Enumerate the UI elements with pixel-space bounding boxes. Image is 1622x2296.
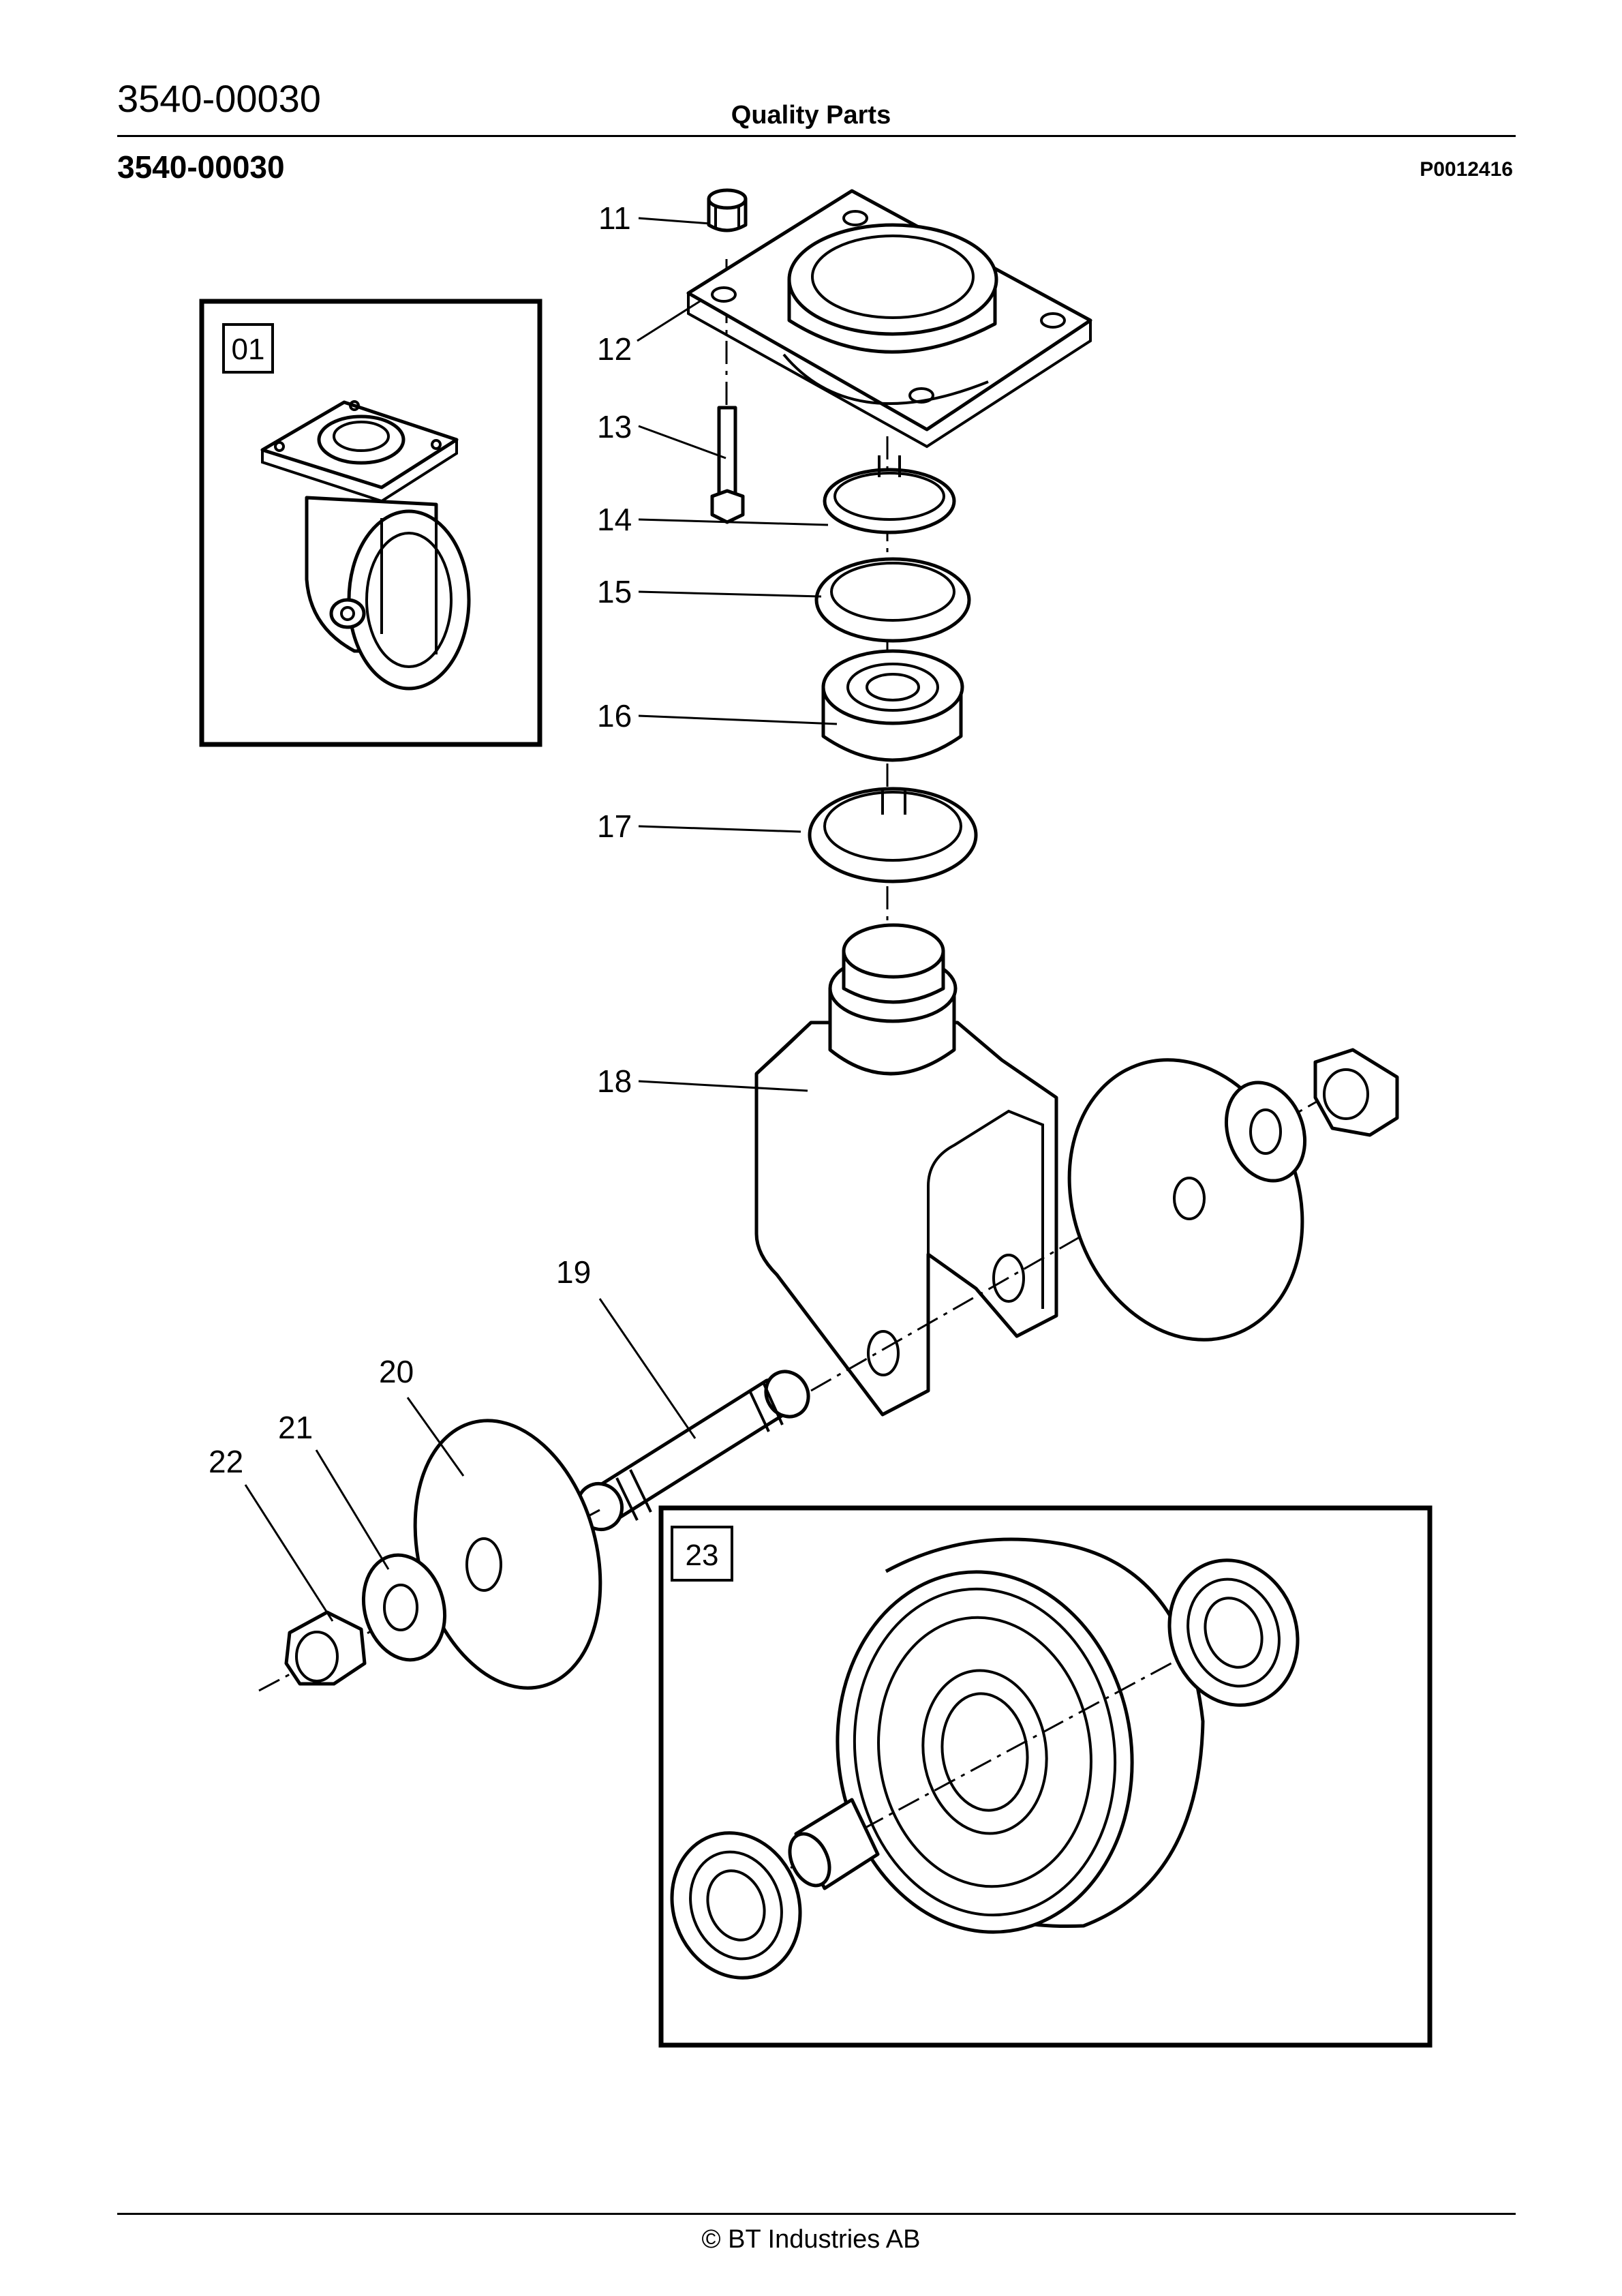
- inset-label-box-23: [671, 1526, 733, 1582]
- leader-lines: [244, 217, 838, 1622]
- right-large-washer-hole: [1173, 1177, 1206, 1220]
- part-14-circlip: [823, 455, 956, 534]
- right-small-washer: [1224, 1081, 1307, 1183]
- callout-17: 17: [597, 809, 632, 844]
- part-16-bearing: [821, 649, 964, 762]
- part-20-large-washer-hole: [465, 1537, 502, 1592]
- callout-16: 16: [597, 698, 632, 734]
- right-nut: [1313, 1048, 1399, 1137]
- right-large-washer: [1067, 1058, 1304, 1342]
- part-18-fork: [754, 923, 1058, 1417]
- part-19-axle: [575, 1370, 810, 1532]
- part-17-circlip: [808, 787, 978, 883]
- wheel-drawing: [670, 1537, 1300, 1980]
- inset-frame-01: [199, 299, 542, 747]
- inset-label-box-01: [222, 323, 274, 374]
- right-small-washer-hole: [1249, 1108, 1282, 1155]
- assembled-castor-drawing: [260, 400, 471, 691]
- drawing-reference: P0012416: [1420, 158, 1513, 181]
- header-rule: [117, 135, 1516, 137]
- callout-15: 15: [597, 574, 632, 609]
- callout-12: 12: [597, 331, 632, 367]
- document-number: 3540-00030: [117, 77, 321, 120]
- part-number-heading: 3540-00030: [117, 149, 285, 185]
- document-category: Quality Parts: [731, 101, 891, 130]
- part-20-large-washer: [413, 1419, 602, 1690]
- footer-rule: [117, 2213, 1516, 2215]
- inset-frame-23: [658, 1505, 1433, 2048]
- part-22-nut: [284, 1610, 367, 1686]
- callout-13: 13: [597, 409, 632, 444]
- callout-11: 11: [598, 200, 631, 236]
- part-15-ring: [814, 557, 971, 643]
- inset-label-01: 01: [232, 333, 265, 366]
- callout-19: 19: [556, 1254, 591, 1290]
- part-21-small-washer-hole: [383, 1584, 418, 1631]
- callout-18: 18: [597, 1063, 632, 1099]
- part-21-small-washer: [361, 1553, 447, 1662]
- callout-20: 20: [379, 1354, 414, 1389]
- callout-22: 22: [209, 1444, 243, 1479]
- part-12-top-plate: [686, 189, 1092, 449]
- copyright-notice: © BT Industries AB: [701, 2225, 921, 2254]
- part-11-nut: [707, 188, 748, 232]
- inset-label-23: 23: [686, 1539, 719, 1572]
- callout-14: 14: [597, 502, 632, 537]
- callout-21: 21: [278, 1410, 313, 1445]
- part-13-bolt: [710, 406, 745, 524]
